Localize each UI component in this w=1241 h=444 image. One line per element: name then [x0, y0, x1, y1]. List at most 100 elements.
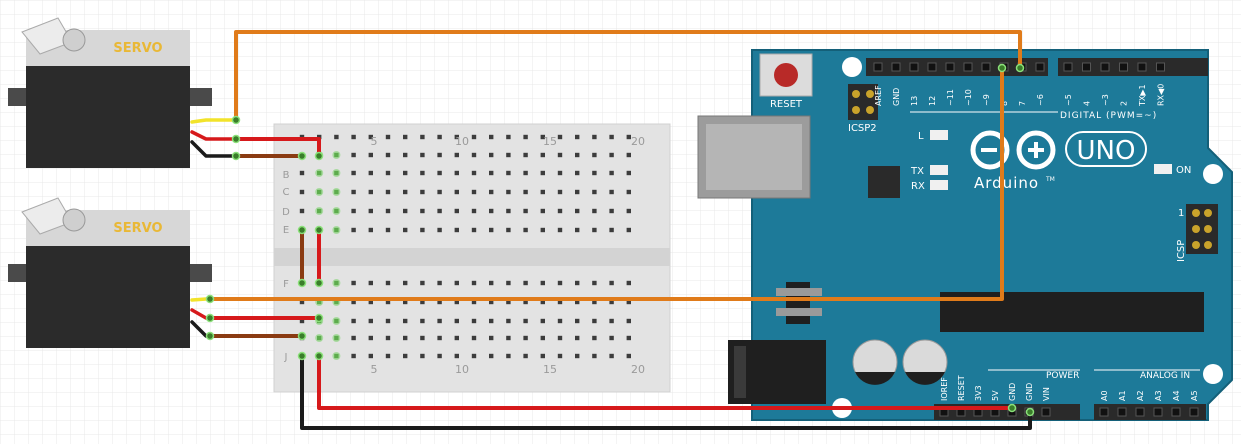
breadboard-hole[interactable] [540, 189, 545, 195]
breadboard-hole[interactable] [523, 318, 528, 324]
breadboard-hole[interactable] [626, 152, 631, 158]
breadboard-hole[interactable] [557, 335, 563, 341]
breadboard-hole[interactable] [626, 318, 631, 324]
breadboard-hole[interactable] [557, 134, 563, 140]
breadboard-hole[interactable] [489, 335, 494, 341]
breadboard-hole[interactable] [385, 318, 391, 324]
breadboard-hole[interactable] [557, 299, 563, 305]
breadboard-hole[interactable] [471, 353, 477, 359]
breadboard-hole[interactable] [506, 335, 511, 341]
breadboard-hole[interactable] [368, 318, 373, 324]
breadboard-hole[interactable] [454, 353, 459, 359]
breadboard-hole[interactable] [557, 189, 563, 195]
breadboard-hole[interactable] [299, 299, 305, 305]
breadboard-hole[interactable] [575, 335, 580, 341]
breadboard-hole[interactable] [420, 353, 425, 359]
breadboard-hole[interactable] [540, 227, 545, 233]
breadboard-hole[interactable] [575, 189, 580, 195]
breadboard-hole[interactable] [437, 335, 442, 341]
breadboard-hole[interactable] [557, 318, 563, 324]
power-wire-5v[interactable] [317, 354, 1014, 410]
servo1-power-lead[interactable] [190, 130, 238, 141]
breadboard-hole[interactable] [351, 189, 356, 195]
breadboard-hole[interactable] [540, 335, 545, 341]
breadboard-hole[interactable] [506, 318, 511, 324]
breadboard-hole[interactable] [540, 318, 545, 324]
analog-pin[interactable] [1117, 407, 1127, 417]
breadboard-hole[interactable] [351, 335, 356, 341]
breadboard-hole[interactable] [403, 134, 408, 140]
breadboard-hole[interactable] [592, 134, 597, 140]
breadboard-hole[interactable] [506, 299, 511, 305]
breadboard-hole[interactable] [575, 318, 580, 324]
breadboard-hole[interactable] [403, 353, 408, 359]
breadboard-hole[interactable] [557, 353, 563, 359]
header-pin[interactable] [945, 62, 955, 72]
analog-pin[interactable] [1171, 407, 1181, 417]
breadboard-hole[interactable] [523, 152, 528, 158]
breadboard-hole[interactable] [626, 335, 631, 341]
breadboard-hole[interactable] [437, 227, 442, 233]
power-pin[interactable] [1041, 407, 1051, 417]
icsp-pin[interactable] [1204, 225, 1212, 233]
breadboard-hole[interactable] [592, 189, 597, 195]
breadboard-hole[interactable] [420, 152, 425, 158]
power-wire-servo1[interactable] [234, 137, 321, 158]
breadboard-hole[interactable] [420, 170, 425, 176]
breadboard-hole[interactable] [489, 152, 494, 158]
breadboard-hole[interactable] [506, 227, 511, 233]
breadboard-hole[interactable] [575, 134, 580, 140]
breadboard-hole[interactable] [523, 335, 528, 341]
breadboard-hole[interactable] [317, 134, 322, 140]
breadboard-hole[interactable] [454, 227, 459, 233]
breadboard-hole[interactable] [592, 299, 597, 305]
icsp2-pin[interactable] [852, 90, 860, 98]
breadboard-hole[interactable] [385, 170, 391, 176]
header-pin[interactable] [981, 62, 991, 72]
breadboard-hole[interactable] [299, 318, 305, 324]
breadboard-hole[interactable] [609, 152, 614, 158]
servo1-signal-lead[interactable] [190, 118, 238, 124]
breadboard-hole[interactable] [420, 335, 425, 341]
breadboard-hole[interactable] [454, 189, 459, 195]
breadboard-hole[interactable] [403, 170, 408, 176]
breadboard-hole[interactable] [385, 189, 391, 195]
header-pin[interactable] [1156, 62, 1165, 72]
breadboard-hole[interactable] [609, 134, 614, 140]
breadboard-hole[interactable] [592, 335, 597, 341]
breadboard-hole[interactable] [592, 318, 597, 324]
breadboard-hole[interactable] [368, 227, 373, 233]
breadboard-hole[interactable] [299, 189, 305, 195]
breadboard-hole[interactable] [437, 152, 442, 158]
icsp2-pin[interactable] [866, 106, 874, 114]
breadboard-hole[interactable] [592, 227, 597, 233]
breadboard-hole[interactable] [471, 152, 477, 158]
breadboard-hole[interactable] [506, 189, 511, 195]
breadboard-hole[interactable] [385, 152, 391, 158]
breadboard-hole[interactable] [351, 353, 356, 359]
header-pin[interactable] [927, 62, 937, 72]
breadboard-hole[interactable] [471, 189, 477, 195]
icsp-pin[interactable] [1204, 241, 1212, 249]
breadboard-hole[interactable] [420, 299, 425, 305]
signal-wire-servo2-pin10[interactable] [208, 66, 1004, 301]
breadboard-hole[interactable] [385, 227, 391, 233]
breadboard-hole[interactable] [609, 208, 614, 214]
breadboard-hole[interactable] [403, 280, 408, 286]
analog-pin[interactable] [1099, 407, 1109, 417]
breadboard-hole[interactable] [299, 170, 305, 176]
breadboard-hole[interactable] [609, 280, 614, 286]
breadboard-hole[interactable] [506, 170, 511, 176]
breadboard-hole[interactable] [540, 152, 545, 158]
breadboard-hole[interactable] [489, 353, 494, 359]
breadboard-hole[interactable] [420, 134, 425, 140]
breadboard-hole[interactable] [575, 353, 580, 359]
header-pin[interactable] [873, 62, 883, 72]
breadboard-hole[interactable] [471, 335, 477, 341]
breadboard-hole[interactable] [540, 208, 545, 214]
breadboard-hole[interactable] [368, 353, 373, 359]
breadboard-hole[interactable] [489, 318, 494, 324]
breadboard-hole[interactable] [299, 208, 305, 214]
breadboard-hole[interactable] [592, 208, 597, 214]
header-pin[interactable] [1063, 62, 1073, 72]
